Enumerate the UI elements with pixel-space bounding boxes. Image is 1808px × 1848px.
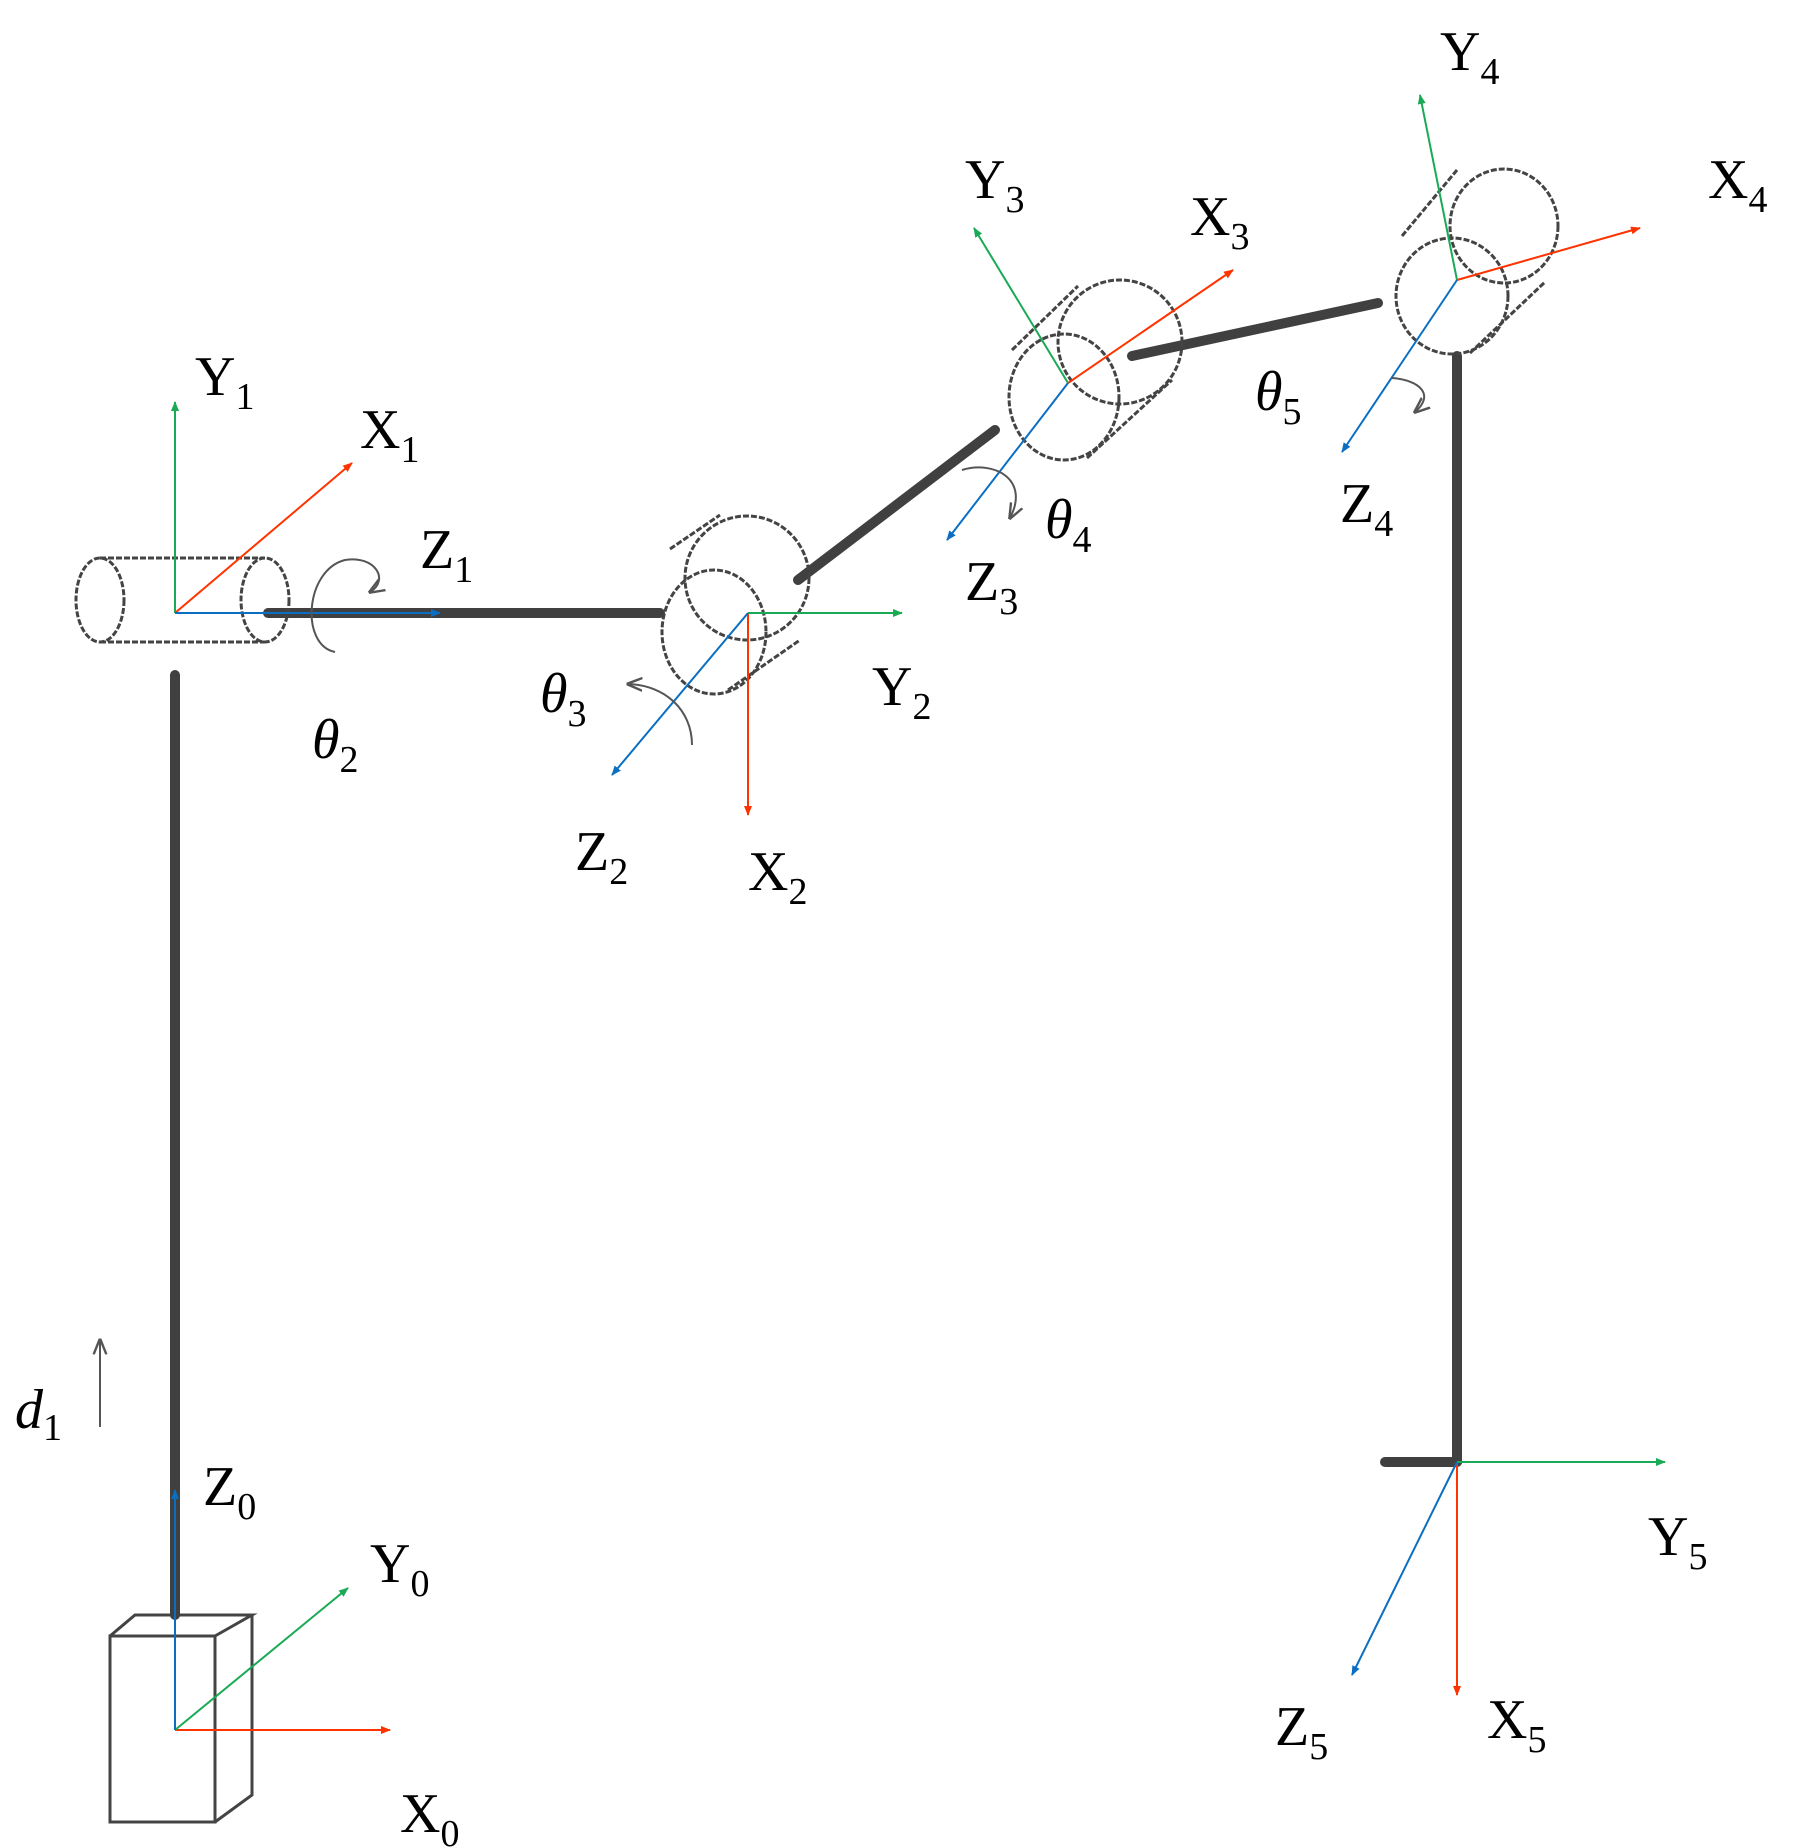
label-z2: Z2 <box>575 821 628 893</box>
theta5-rotation-arrow <box>1391 377 1424 412</box>
label-z4: Z4 <box>1340 473 1393 545</box>
label-y0: Y0 <box>370 1533 429 1605</box>
z3-axis <box>946 382 1069 541</box>
link-diagonal-3 <box>1127 298 1383 361</box>
joint-4-cylinder <box>1394 167 1560 356</box>
label-z3: Z3 <box>965 551 1018 623</box>
z5-axis <box>1351 1461 1458 1676</box>
frame-0-axes <box>171 1489 391 1734</box>
label-x2: X2 <box>748 841 807 913</box>
link-diagonal-2 <box>793 425 1000 585</box>
theta4-rotation-arrow <box>961 466 1016 518</box>
y0-axis <box>174 1587 349 1731</box>
z2-axis <box>611 612 749 776</box>
label-theta3: θ3 <box>540 663 587 735</box>
label-theta4: θ4 <box>1045 489 1092 561</box>
frame-1-axes <box>171 401 441 617</box>
frame-4-axes <box>1341 94 1641 453</box>
base-box <box>108 1613 258 1824</box>
label-y2: Y2 <box>872 656 931 728</box>
theta3-rotation-arrow <box>628 684 693 746</box>
frame-5-axes <box>1351 1458 1666 1696</box>
label-x3: X3 <box>1190 186 1249 258</box>
joint-variable-labels: d1 θ2 θ3 θ4 θ5 <box>15 361 1302 1449</box>
label-x5: X5 <box>1487 1689 1546 1761</box>
joint-3-cylinder <box>1007 278 1184 462</box>
links <box>170 298 1462 1620</box>
theta2-rotation-arrow <box>310 558 380 653</box>
label-theta2: θ2 <box>312 709 359 781</box>
rotation-indicators <box>100 377 1424 1427</box>
y3-axis <box>973 227 1069 384</box>
x3-axis <box>1067 269 1234 384</box>
label-y3: Y3 <box>965 149 1024 221</box>
label-x0: X0 <box>400 1783 459 1848</box>
frame-3-axes <box>946 227 1234 541</box>
frame-2-axes <box>611 609 903 816</box>
label-y5: Y5 <box>1648 1506 1707 1578</box>
z4-axis <box>1341 279 1458 453</box>
x4-axis <box>1456 226 1641 281</box>
label-z5: Z5 <box>1275 1696 1328 1768</box>
joint-2-cylinder <box>660 513 811 696</box>
label-z1: Z1 <box>420 519 473 591</box>
x1-axis <box>174 462 353 614</box>
axis-labels: X0 Y0 Z0 X1 Y1 Z1 X2 Y2 Z2 X3 Y3 Z3 X4 Y… <box>195 21 1767 1848</box>
y4-axis <box>1417 94 1458 281</box>
label-d1: d1 <box>15 1379 62 1449</box>
joint-1-cylinder <box>74 556 291 644</box>
label-x1: X1 <box>360 399 419 471</box>
label-y1: Y1 <box>195 346 254 418</box>
label-y4: Y4 <box>1440 21 1499 93</box>
label-x4: X4 <box>1708 149 1767 221</box>
label-z0: Z0 <box>203 1456 256 1528</box>
label-theta5: θ5 <box>1255 361 1302 433</box>
